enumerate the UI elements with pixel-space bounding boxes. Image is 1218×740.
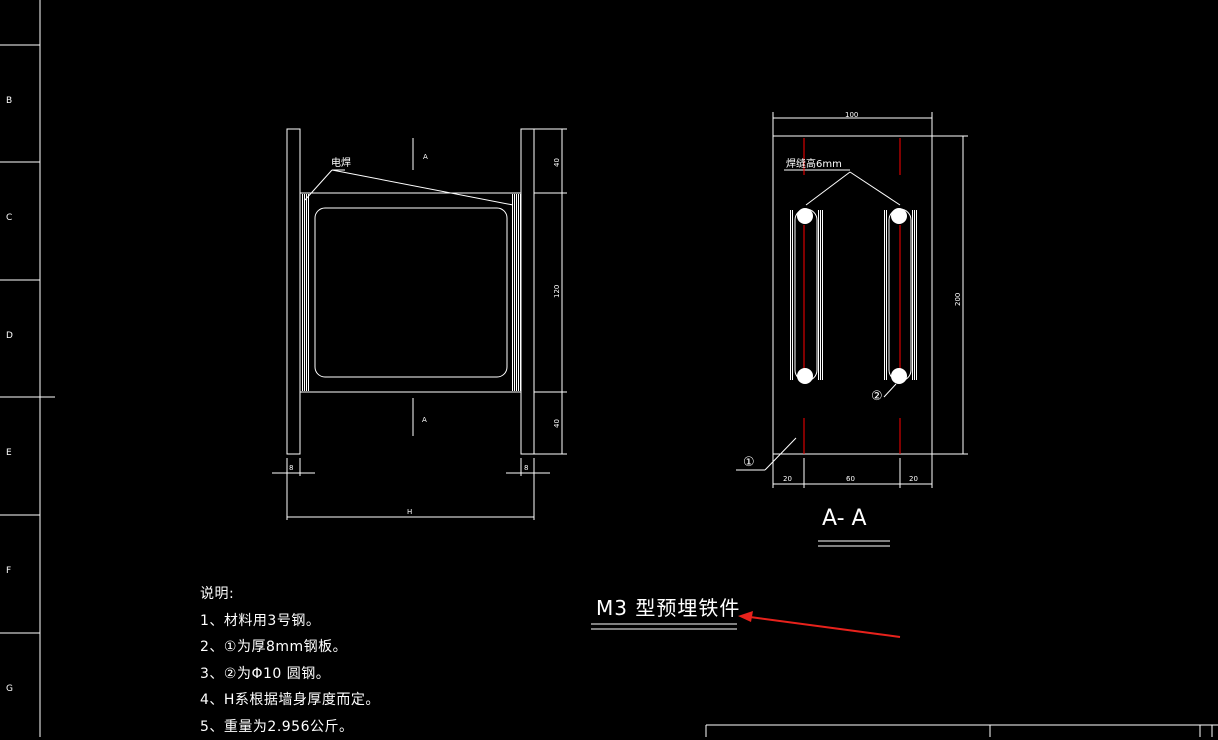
row-label-e: E [6, 448, 12, 458]
section-mark-bottom: A [422, 416, 427, 424]
section-plate-outline [773, 136, 932, 454]
round-bar-loop [315, 208, 507, 377]
dim-left-20: 20 [783, 475, 792, 483]
drawing-title: M3 型预埋铁件 [596, 592, 740, 621]
title-block-fragment [706, 725, 1218, 737]
row-label-g: G [6, 684, 13, 694]
callout-2: ② [871, 389, 883, 404]
notes-heading: 说明: [200, 581, 380, 608]
section-title: A- A [822, 506, 867, 531]
dim-top-40: 40 [553, 158, 561, 167]
right-weld-hatch [511, 194, 521, 391]
weld-height-note: 焊缝高6mm [786, 157, 842, 170]
weld-leader-right [332, 170, 513, 205]
dim-bottom-40: 40 [553, 419, 561, 428]
round-bar-left [795, 209, 817, 381]
note-item: 4、H系根据墙身厚度而定。 [200, 687, 380, 714]
dim-overall-h: H [407, 508, 412, 516]
row-label-c: C [6, 213, 12, 223]
notes-block: 说明: 1、材料用3号钢。 2、①为厚8mm钢板。 3、②为Φ10 圆钢。 4、… [200, 581, 380, 740]
elevation-view [272, 129, 567, 520]
dim-center-60: 60 [846, 475, 855, 483]
dim-middle-120: 120 [553, 285, 561, 298]
annotation-arrow [738, 611, 900, 637]
left-weld-hatch [301, 194, 310, 391]
note-item: 3、②为Φ10 圆钢。 [200, 661, 380, 688]
note-item: 5、重量为2.956公斤。 [200, 714, 380, 740]
right-steel-plate [521, 129, 534, 454]
row-label-b: B [6, 96, 12, 106]
drawing-border [0, 0, 55, 737]
dim-right-thickness: 8 [524, 464, 528, 472]
row-label-d: D [6, 331, 13, 341]
note-item: 2、①为厚8mm钢板。 [200, 634, 380, 661]
dim-right-20: 20 [909, 475, 918, 483]
title-underline [591, 624, 737, 629]
weld-leader-left [305, 170, 332, 200]
section-labels: 100 200 20 60 20 焊缝高6mm ① ② [743, 111, 962, 483]
section-mark-top: A [423, 153, 428, 161]
dim-width-100: 100 [845, 111, 858, 119]
dim-left-thickness: 8 [289, 464, 293, 472]
note-item: 1、材料用3号钢。 [200, 608, 380, 635]
dim-height-200: 200 [954, 293, 962, 306]
section-weld-points [797, 208, 907, 384]
weld-label: 电焊 [331, 156, 351, 169]
row-label-f: F [6, 566, 11, 576]
callout-1: ① [743, 455, 755, 470]
left-steel-plate [287, 129, 300, 454]
